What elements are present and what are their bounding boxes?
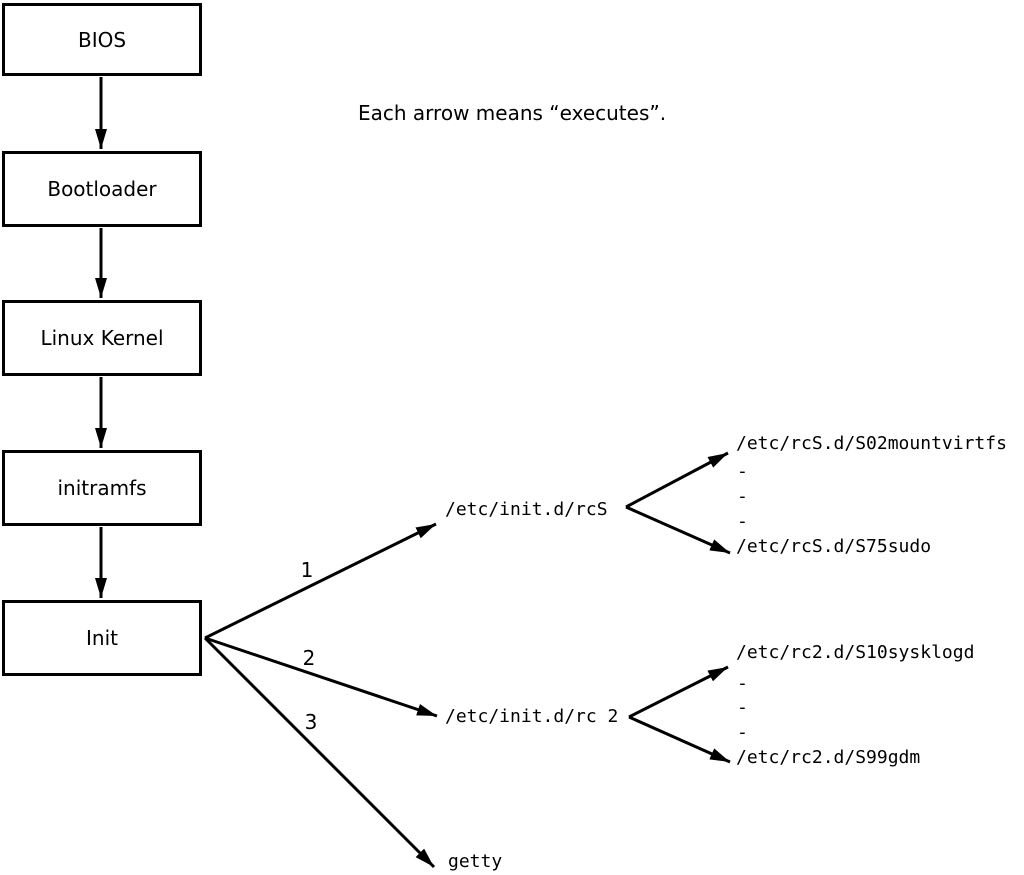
arrow-rcs-to-s75sudo: [625, 505, 731, 555]
node-initramfs: initramfs: [2, 450, 202, 526]
branch-label-3: 3: [304, 710, 318, 734]
node-linux-kernel: Linux Kernel: [2, 300, 202, 376]
branch-label-2: 2: [302, 646, 316, 670]
rc2-ellipsis-dash-3: -: [737, 722, 748, 743]
diagram-caption: Each arrow means “executes”.: [358, 101, 667, 125]
node-bootloader-label: Bootloader: [47, 177, 157, 201]
node-linux-kernel-label: Linux Kernel: [40, 326, 164, 350]
rcs-ellipsis-dash-2: -: [737, 486, 748, 507]
arrow-init-to-rc2: [204, 636, 438, 718]
branch-label-1: 1: [300, 558, 314, 582]
node-bios-label: BIOS: [77, 27, 127, 52]
rc2-ellipsis-dash-2: -: [737, 697, 748, 718]
node-getty: getty: [448, 851, 503, 872]
node-init: Init: [2, 600, 202, 676]
node-bios: BIOS: [2, 3, 202, 76]
node-etc-init-d-rcs: /etc/init.d/rcS: [445, 499, 608, 520]
arrow-rcs-to-s02mountvirtfs: [625, 451, 729, 509]
node-etc-rc2-d-s10sysklogd: /etc/rc2.d/S10sysklogd: [736, 642, 975, 663]
arrow-init-to-getty: [203, 636, 436, 869]
node-bootloader: Bootloader: [2, 151, 202, 227]
node-etc-rc2-d-s99gdm: /etc/rc2.d/S99gdm: [736, 747, 921, 768]
rcs-ellipsis-dash-3: -: [737, 511, 748, 532]
arrow-rc2-to-s10sysklogd: [628, 665, 729, 719]
node-initramfs-label: initramfs: [57, 476, 147, 500]
node-init-label: Init: [86, 626, 118, 650]
node-etc-rcs-d-s75sudo: /etc/rcS.d/S75sudo: [736, 536, 932, 557]
arrow-init-to-rcs: [204, 522, 437, 640]
node-etc-init-d-rc2: /etc/init.d/rc 2: [445, 706, 619, 727]
arrow-rc2-to-s99gdm: [628, 715, 731, 764]
rcs-ellipsis-dash-1: -: [737, 461, 748, 482]
node-etc-rcs-d-s02mountvirtfs: /etc/rcS.d/S02mountvirtfs: [736, 433, 1007, 454]
rc2-ellipsis-dash-1: -: [737, 673, 748, 694]
